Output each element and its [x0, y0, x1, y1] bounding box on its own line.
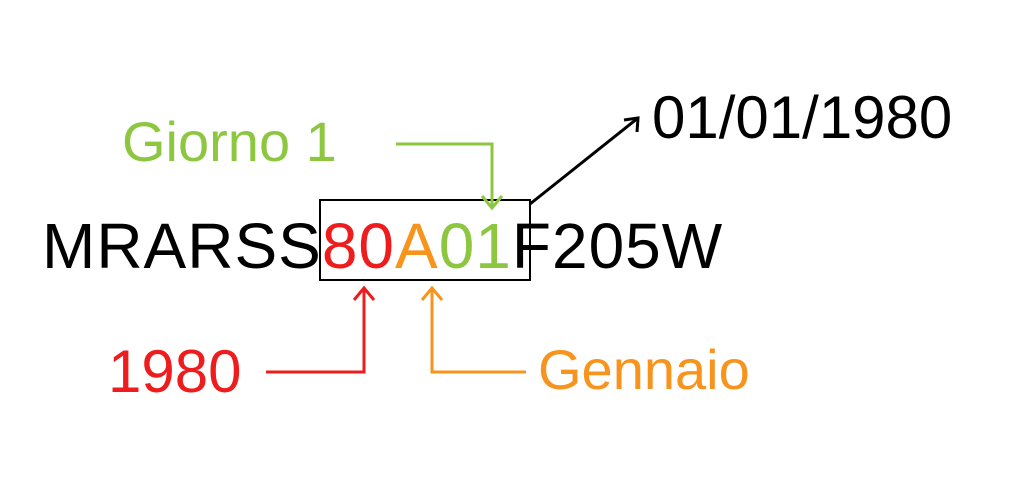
date-result-label: 01/01/1980 — [652, 84, 953, 151]
date-arrow — [529, 116, 640, 206]
code-day: 01 — [438, 210, 512, 282]
date-segment-box — [319, 199, 531, 281]
code-prefix: MRARSS — [42, 210, 322, 282]
year-arrow — [266, 285, 376, 374]
code-month: A — [395, 210, 439, 282]
code-year: 80 — [321, 210, 395, 282]
day-label: Giorno 1 — [122, 110, 337, 173]
month-label: Gennaio — [538, 338, 750, 401]
year-label: 1980 — [108, 338, 242, 405]
day-arrow — [396, 142, 504, 211]
code-suffix: F205W — [511, 210, 724, 282]
fiscal-code: MRARSS80A01F205W — [42, 214, 723, 278]
month-arrow — [420, 285, 526, 374]
